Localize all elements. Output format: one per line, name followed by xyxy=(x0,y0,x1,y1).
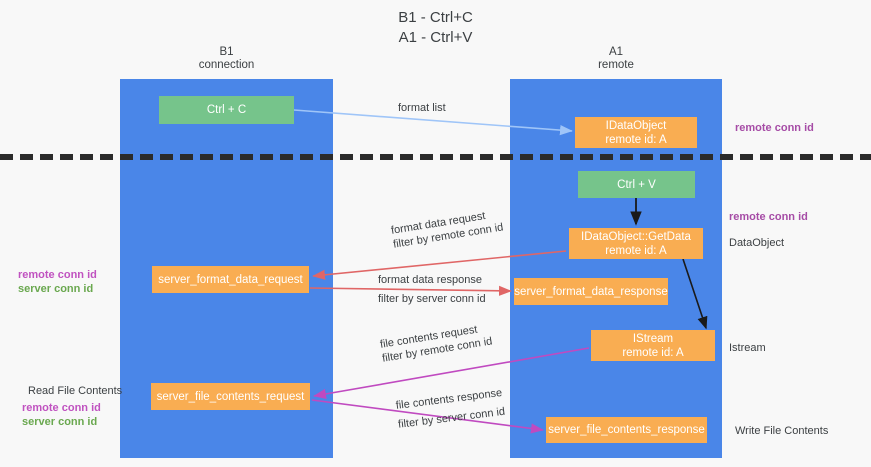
filter-by-text: filter by xyxy=(381,347,419,365)
edge-label-filter: filter by server conn id xyxy=(378,292,486,306)
label-write-file-contents: Write File Contents xyxy=(735,425,829,437)
edge-label-file-contents-response: file contents response filter by server … xyxy=(395,386,506,432)
filter-by-text: filter by xyxy=(392,233,430,251)
node-idataobject-getdata[interactable]: IDataObject::GetData remote id: A xyxy=(569,228,703,259)
label-server-conn-id-left-top: server conn id xyxy=(18,283,94,295)
column-header-a1: A1 remote xyxy=(598,46,634,71)
label-dataobject: DataObject xyxy=(729,237,785,249)
node-server-format-data-response[interactable]: server_format_data_response xyxy=(514,278,668,305)
edge-label-file-contents-request: file contents request filter by remote c… xyxy=(379,321,493,366)
label-conn-ids-left-top: remote conn id server conn id xyxy=(18,268,97,296)
filter-server-conn-id: server conn id xyxy=(435,405,506,427)
edge-label-text: format data response xyxy=(378,274,482,286)
column-header-b1: B1 connection xyxy=(198,46,255,71)
label-conn-ids-left-bottom: remote conn id server conn id xyxy=(22,401,101,429)
filter-server-conn-id: server conn id xyxy=(416,293,486,305)
edge-label-format-data-request: format data request filter by remote con… xyxy=(390,207,504,252)
label-format-list: format list xyxy=(398,102,446,114)
node-server-file-contents-response[interactable]: server_file_contents_response xyxy=(546,417,707,443)
label-remote-conn-id-left-top: remote conn id xyxy=(18,269,97,281)
label-server-conn-id-left-bottom: server conn id xyxy=(22,416,98,428)
label-remote-conn-id-mid: remote conn id xyxy=(729,211,808,223)
node-idataobject[interactable]: IDataObject remote id: A xyxy=(575,117,697,148)
section-divider xyxy=(0,154,871,160)
filter-by-text: filter by xyxy=(378,293,414,305)
node-ctrl-c[interactable]: Ctrl + C xyxy=(159,96,294,124)
label-remote-conn-id-top: remote conn id xyxy=(735,122,814,134)
node-server-file-contents-request[interactable]: server_file_contents_request xyxy=(151,383,310,410)
node-ctrl-v[interactable]: Ctrl + V xyxy=(578,171,695,198)
page-title: B1 - Ctrl+C A1 - Ctrl+V xyxy=(398,9,473,46)
label-read-file-contents: Read File Contents xyxy=(28,385,123,397)
node-istream[interactable]: IStream remote id: A xyxy=(591,330,715,361)
label-remote-conn-id-left-bottom: remote conn id xyxy=(22,402,101,414)
edge-label-format-data-response: format data response filter by server co… xyxy=(378,273,486,306)
filter-by-text: filter by xyxy=(397,414,435,431)
node-server-format-data-request[interactable]: server_format_data_request xyxy=(152,266,309,293)
label-istream-side: Istream xyxy=(729,342,766,354)
